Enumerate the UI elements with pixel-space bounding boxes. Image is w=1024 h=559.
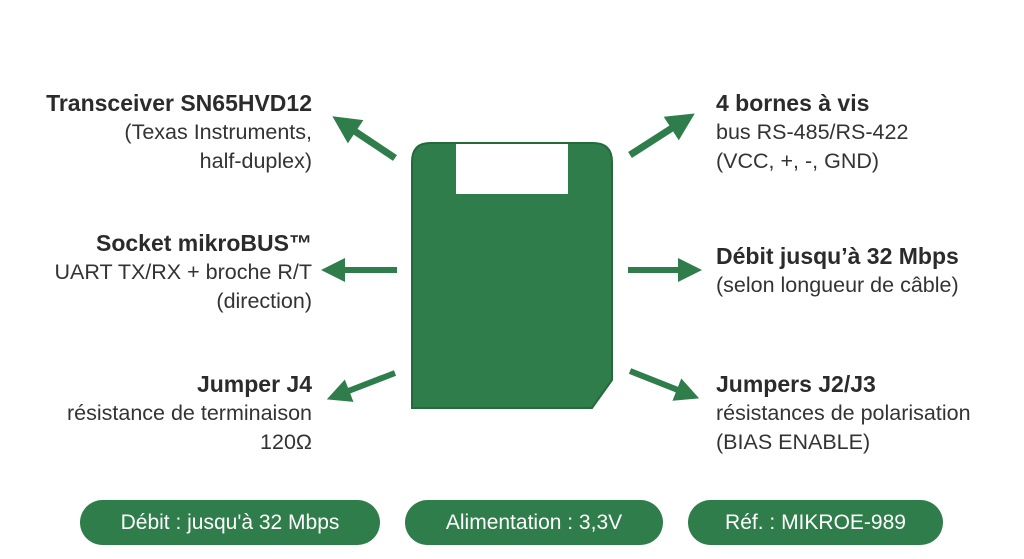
badge-reference: Réf. : MIKROE-989 [688, 500, 943, 545]
arrow-bottom-right [628, 368, 700, 401]
badge-power-supply: Alimentation : 3,3V [405, 500, 663, 545]
callout-transceiver: Transceiver SN65HVD12 (Texas Instruments… [46, 89, 312, 176]
callout-title: Jumpers J2/J3 [716, 371, 876, 397]
arrow-top-right [628, 113, 695, 158]
callout-jumpers-j2-j3: Jumpers J2/J3 résistances de polarisatio… [716, 370, 971, 457]
callout-line: 120Ω [260, 430, 312, 454]
callout-line: UART TX/RX + broche R/T [54, 260, 313, 284]
callout-title: Transceiver SN65HVD12 [46, 90, 312, 116]
callout-line: bus RS-485/RS-422 [716, 120, 909, 144]
callout-line: half-duplex) [199, 149, 312, 173]
callout-line: (Texas Instruments, [124, 120, 312, 144]
callout-title: Socket mikroBUS™ [95, 230, 312, 256]
callout-title: 4 bornes à vis [716, 90, 870, 116]
callout-line: (selon longueur de câble) [716, 273, 959, 297]
arrow-top-left [332, 116, 397, 161]
callout-title: Débit jusqu’à 32 Mbps [716, 243, 959, 269]
callout-data-rate: Débit jusqu’à 32 Mbps (selon longueur de… [716, 242, 959, 300]
badge-data-rate: Débit : jusqu'à 32 Mbps [80, 500, 380, 545]
arrow-bottom-left [326, 370, 397, 402]
board-label-area [456, 144, 568, 194]
callout-title: Jumper J4 [196, 371, 312, 397]
callout-line: (VCC, +, -, GND) [716, 149, 880, 173]
callout-line: résistance de terminaison [67, 401, 312, 425]
click-board [411, 142, 613, 409]
callout-jumper-j4: Jumper J4 résistance de terminaison 120Ω [67, 370, 312, 457]
callout-line: (BIAS ENABLE) [716, 430, 871, 454]
callout-line: résistances de polarisation [716, 401, 971, 425]
callout-screw-terminals: 4 bornes à vis bus RS-485/RS-422 (VCC, +… [716, 89, 908, 176]
callout-line: (direction) [216, 289, 312, 313]
callout-mikrobus-socket: Socket mikroBUS™ UART TX/RX + broche R/T… [55, 229, 313, 316]
